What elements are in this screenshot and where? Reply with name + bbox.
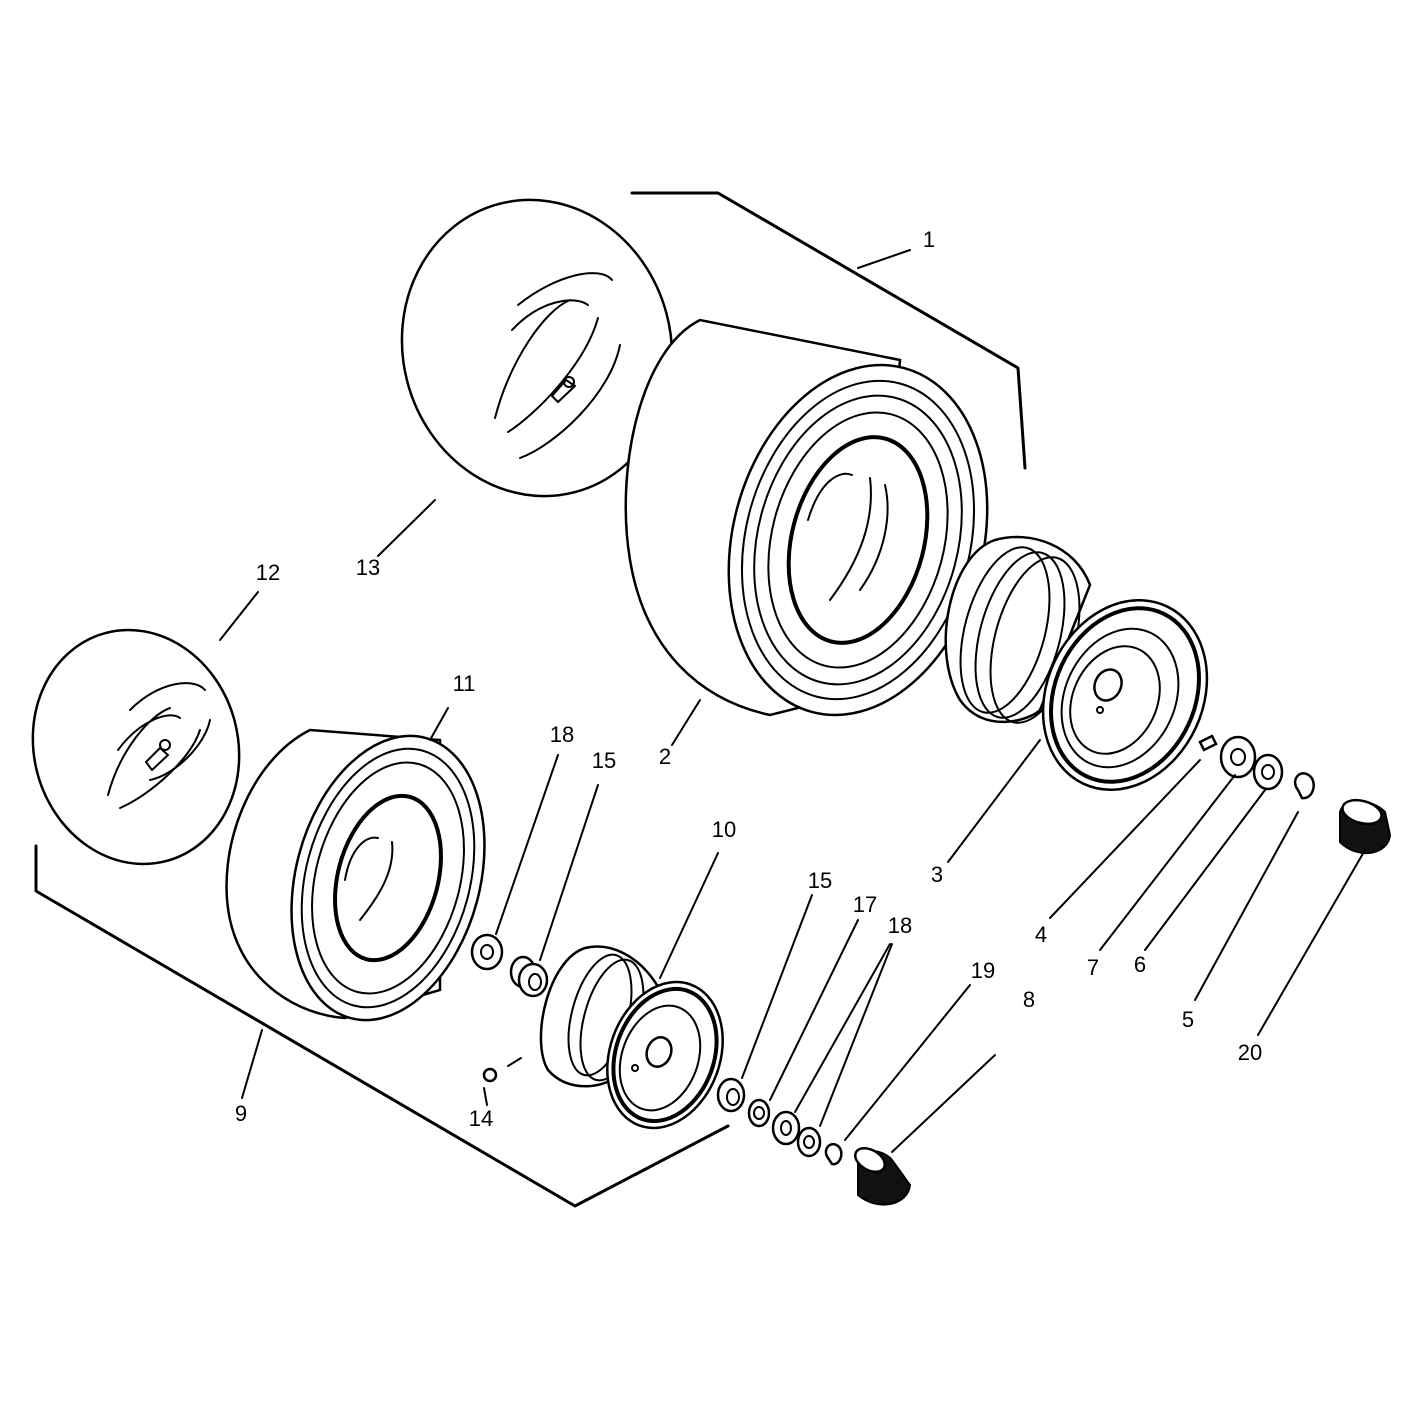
tire-front [225,728,486,1022]
tire-rear [624,318,989,717]
washer-part-18-lower-a [771,1110,801,1146]
cap-part-20 [1339,798,1392,855]
callout-3: 3 [931,862,943,887]
washer-part-6 [1252,753,1284,791]
callout-12: 12 [256,560,280,585]
inner-tube-front [31,628,241,866]
callout-8: 8 [1023,987,1035,1012]
callout-13: 13 [356,555,380,580]
callout-7: 7 [1087,955,1099,980]
clip-part-19 [824,1142,843,1166]
callout-18-lower: 18 [888,913,912,938]
callout-19: 19 [971,958,995,983]
washer-part-18-upper [470,933,504,971]
inner-tube-rear [400,198,674,498]
key-part-4 [1198,734,1218,752]
callout-2: 2 [659,744,671,769]
bracket-front-wheel-assembly [34,844,730,1208]
callout-17: 17 [853,892,877,917]
callout-18-upper: 18 [550,722,574,747]
callout-14: 14 [469,1106,493,1131]
callout-6: 6 [1134,952,1146,977]
bracket-rear-wheel-assembly [630,191,1027,470]
leader-lines [219,249,1366,1153]
callout-15-lower: 15 [808,868,832,893]
callout-15-upper: 15 [592,748,616,773]
washer-part-7 [1219,735,1257,779]
callout-5: 5 [1182,1007,1194,1032]
cap-part-8 [854,1146,912,1206]
clip-part-5 [1293,772,1315,800]
washer-part-18-lower-b [796,1126,822,1158]
callout-20: 20 [1238,1040,1262,1065]
callout-1: 1 [923,227,935,252]
grease-fitting-part-14 [482,1057,522,1083]
washer-part-17 [747,1098,771,1128]
bushing-part-15-lower [716,1077,746,1113]
callout-4: 4 [1035,922,1047,947]
rim-rear [944,535,1209,791]
callout-10: 10 [712,817,736,842]
callout-9: 9 [235,1101,247,1126]
callout-11: 11 [453,671,476,696]
rim-front [539,945,724,1130]
bushing-part-15-upper [509,955,549,998]
